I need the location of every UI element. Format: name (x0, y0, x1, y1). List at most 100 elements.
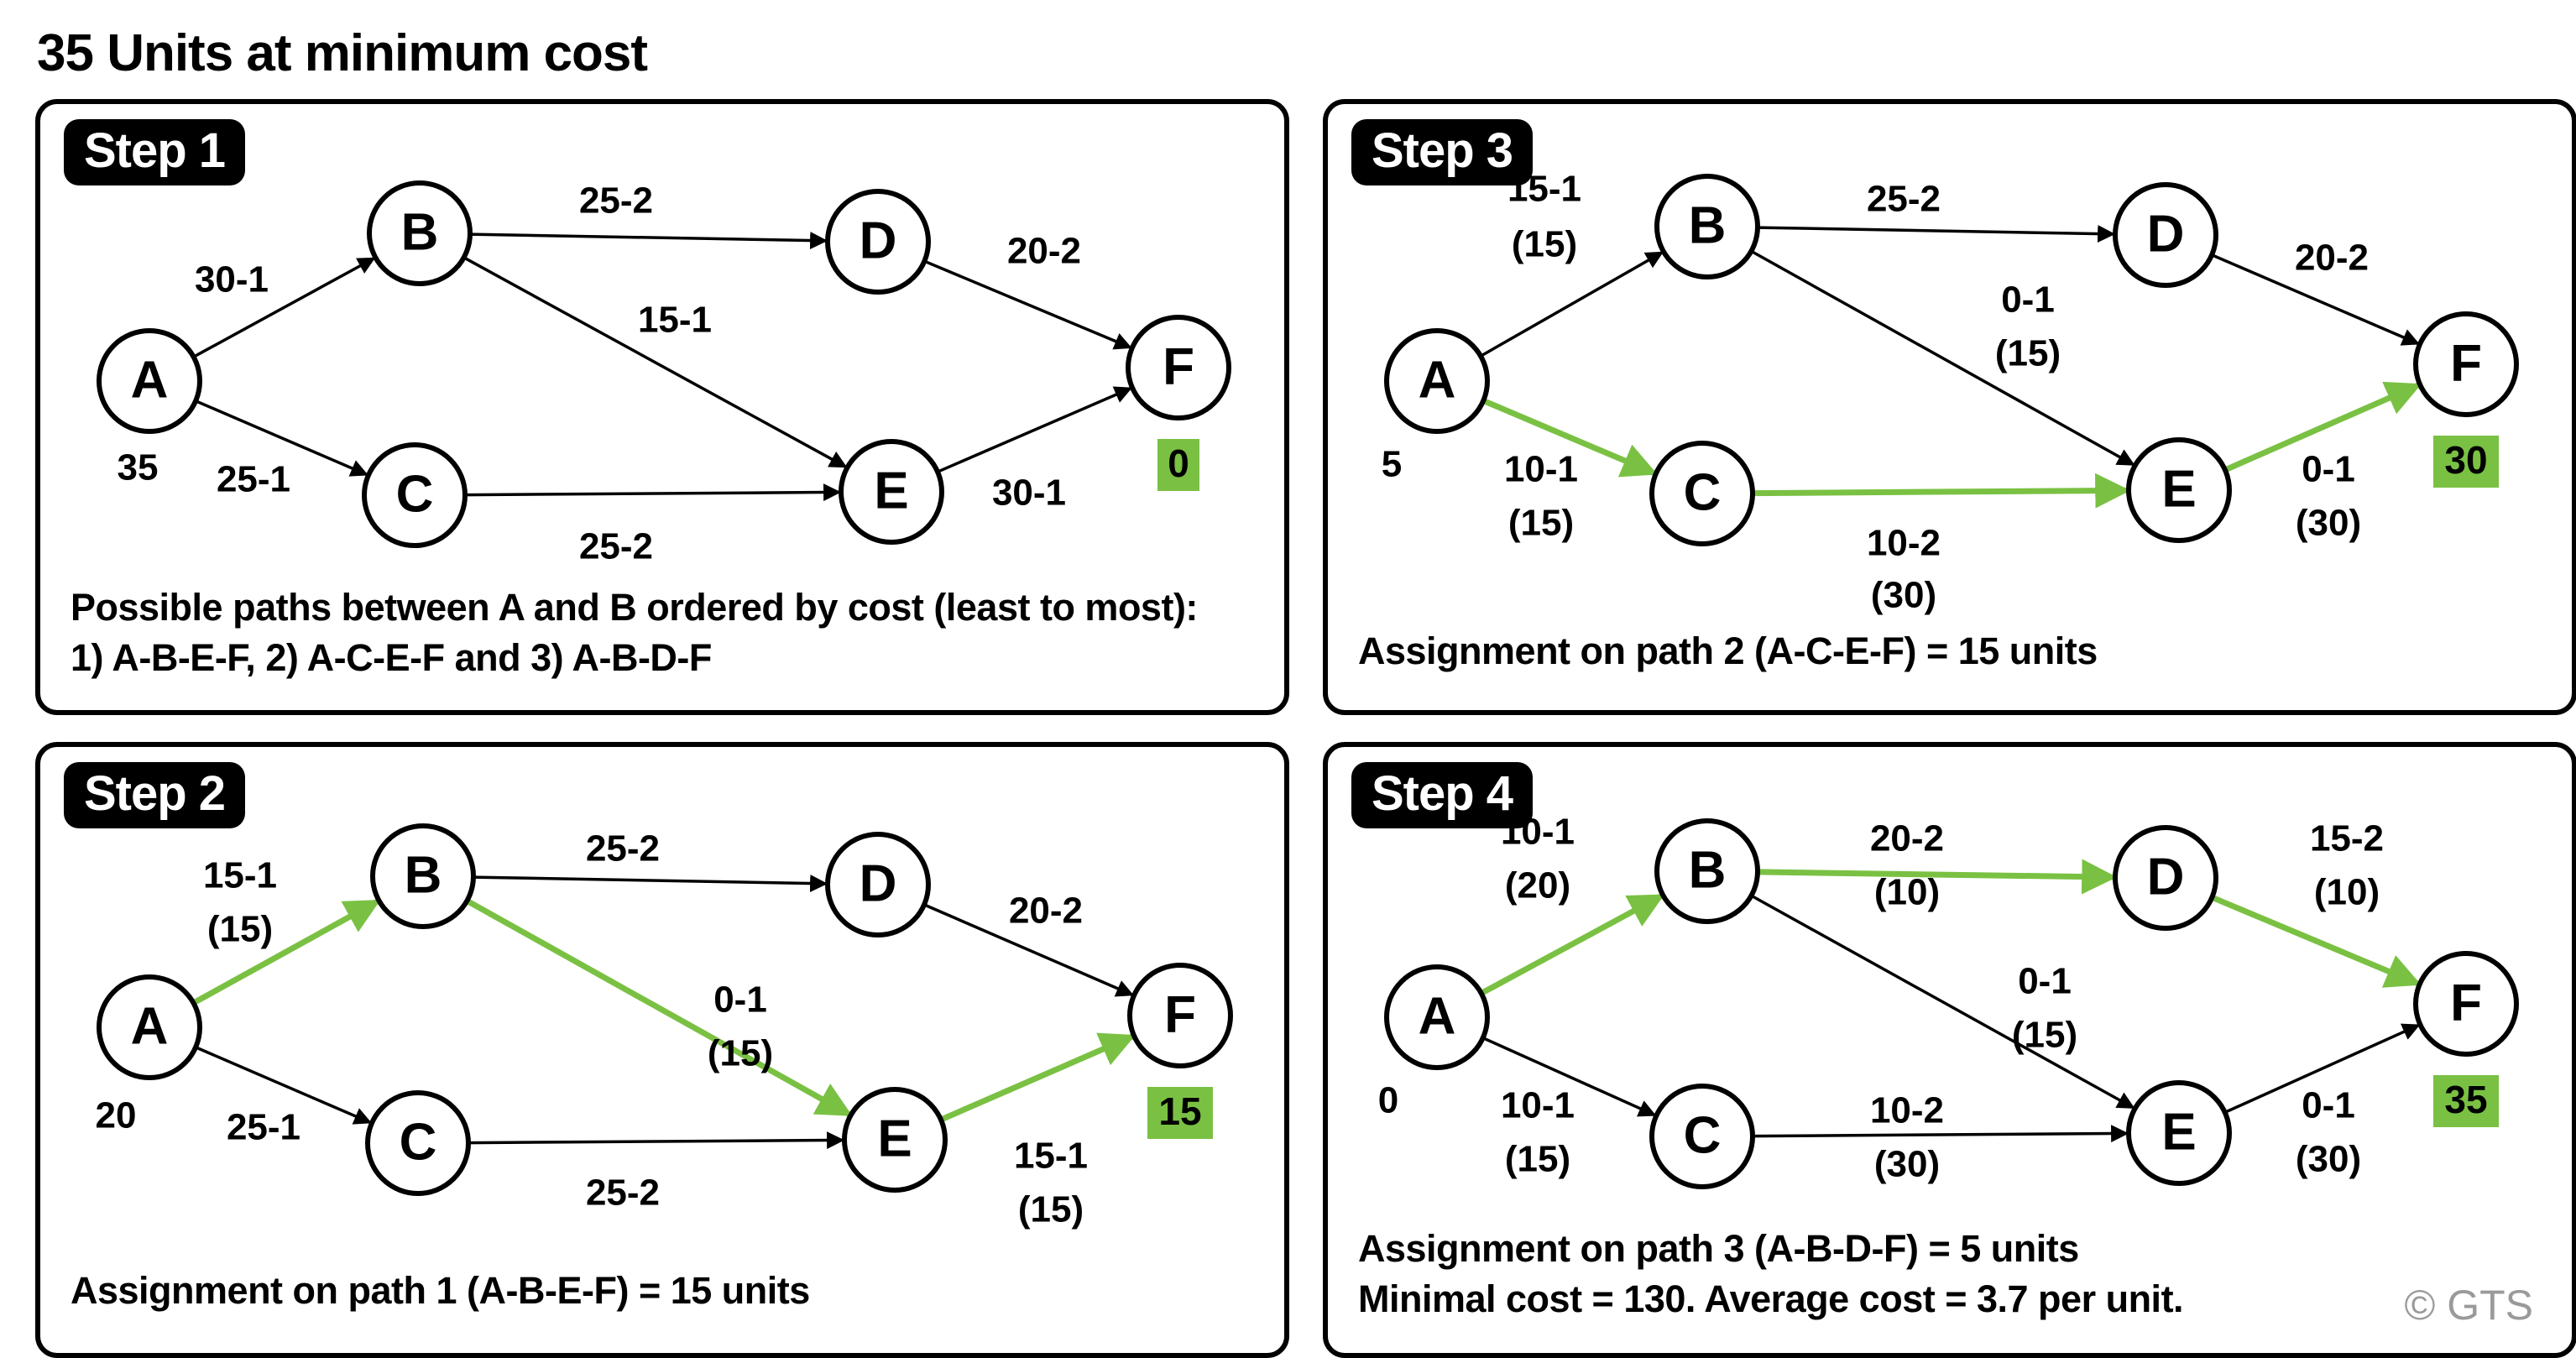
edge-A-C-label: (15) (1505, 1139, 1570, 1180)
edge-B-E-arrow (465, 898, 853, 1117)
edge-B-E-arrow (1750, 894, 2135, 1110)
node-D: D (2113, 825, 2218, 931)
edge-E-F-label: (30) (2296, 1139, 2361, 1180)
node-C-circle (1649, 1084, 1755, 1189)
edge-B-E-label: (15) (2012, 1015, 2077, 1056)
node-A-label: A (131, 351, 169, 409)
source-remaining-units: 5 (1382, 444, 1402, 485)
node-A: A (1384, 328, 1490, 434)
edge-A-B-label: (20) (1505, 865, 1570, 906)
node-A-label: A (1419, 987, 1456, 1045)
node-F: F (1127, 963, 1233, 1068)
step-label: Step 3 (1351, 119, 1534, 185)
network-diagram: 10-1(20)10-1(15)20-2(10)0-1(15)10-2(30)1… (1378, 812, 2519, 1189)
edge-C-E-label: (30) (1874, 1144, 1940, 1185)
sink-total-units: 35 (2444, 1078, 2487, 1121)
node-C: C (365, 1090, 471, 1196)
step-caption: Assignment on path 2 (A-C-E-F) = 15 unit… (1358, 626, 2098, 676)
node-D-label: D (2147, 205, 2185, 263)
node-E: E (839, 439, 944, 545)
edge-A-C-label: (15) (1508, 503, 1574, 544)
node-F-label: F (1163, 337, 1194, 395)
edge-D-F-arrow (923, 259, 1132, 350)
edge-B-E-arrow (1750, 249, 2135, 467)
node-C-label: C (400, 1113, 437, 1171)
node-C-label: C (396, 465, 434, 523)
step-caption: Assignment on path 3 (A-B-D-F) = 5 units… (1358, 1224, 2184, 1324)
node-F-circle (1127, 963, 1233, 1068)
node-A: A (97, 328, 202, 434)
edge-E-F-label: 0-1 (2302, 1085, 2355, 1126)
node-A: A (97, 974, 202, 1080)
copyright-notice: © GTS (2404, 1282, 2533, 1329)
node-D: D (2113, 182, 2218, 288)
node-C-label: C (1684, 1106, 1722, 1164)
edge-C-E-label: 10-2 (1870, 1090, 1944, 1131)
edge-C-E-arrow (464, 483, 842, 502)
edge-D-F-arrow (2211, 253, 2420, 346)
sink-total-units: 0 (1168, 441, 1189, 485)
edge-B-D-arrow (1757, 859, 2118, 895)
node-D-label: D (860, 854, 897, 912)
edge-A-C-label: 10-1 (1501, 1085, 1575, 1126)
node-B: B (370, 823, 476, 929)
edge-E-F-arrow (939, 1032, 1136, 1123)
edge-E-F-label: (30) (2296, 503, 2361, 544)
edge-D-F-arrow (923, 903, 1135, 997)
edge-D-F-arrow (2210, 894, 2422, 988)
edge-A-C-arrow (1481, 398, 1658, 478)
node-C: C (362, 442, 468, 548)
caption-line: Minimal cost = 130. Average cost = 3.7 p… (1358, 1277, 2184, 1320)
node-B-label: B (1689, 841, 1727, 899)
node-C-circle (365, 1090, 471, 1196)
edge-B-E-label: 0-1 (2001, 279, 2055, 321)
edge-A-C-arrow (195, 1046, 372, 1125)
edge-B-E-label: (15) (708, 1033, 773, 1074)
network-diagram: 15-1(15)10-1(15)25-20-1(15)10-2(30)20-20… (1382, 169, 2519, 616)
edge-B-E-label: 15-1 (638, 300, 712, 341)
node-A-circle (97, 974, 202, 1080)
step-caption: Assignment on path 1 (A-B-E-F) = 15 unit… (71, 1266, 810, 1316)
caption-line: Assignment on path 2 (A-C-E-F) = 15 unit… (1358, 629, 2098, 672)
node-E-circle (842, 1087, 948, 1193)
edge-D-F-label: 20-2 (1009, 891, 1083, 932)
edge-C-E-label: 10-2 (1867, 523, 1941, 564)
edge-A-B-label: 10-1 (1501, 812, 1575, 853)
edge-A-B-arrow (1480, 251, 1664, 358)
node-B-circle (367, 180, 473, 286)
node-F-circle (2413, 311, 2519, 417)
edge-C-E-arrow (1752, 1125, 2129, 1143)
node-E-label: E (877, 1110, 912, 1167)
node-B-circle (1654, 818, 1760, 924)
step-label: Step 1 (64, 119, 246, 185)
node-D-circle (2113, 825, 2218, 931)
node-E-label: E (2161, 460, 2196, 518)
caption-line: 1) A-B-E-F, 2) A-C-E-F and 3) A-B-D-F (71, 636, 712, 679)
node-B-label: B (1689, 196, 1727, 254)
node-D-label: D (2147, 848, 2185, 906)
node-B: B (367, 180, 473, 286)
node-F-label: F (1164, 985, 1196, 1043)
edge-A-B-label: (15) (207, 909, 273, 950)
node-A-circle (1384, 328, 1490, 434)
node-A-circle (1384, 964, 1490, 1070)
edge-A-B-label: (15) (1512, 224, 1577, 265)
edge-C-E-arrow (468, 1131, 845, 1150)
sink-total-badge (1157, 439, 1199, 491)
node-E: E (842, 1087, 948, 1193)
edge-B-D-label: (10) (1874, 872, 1940, 913)
network-diagram: 15-1(15)25-125-20-1(15)25-220-215-1(15)A… (96, 823, 1233, 1230)
caption-line: Assignment on path 3 (A-B-D-F) = 5 units (1358, 1227, 2079, 1270)
edge-A-C-label: 10-1 (1504, 449, 1578, 490)
edge-E-F-arrow (2223, 381, 2422, 473)
node-D-label: D (860, 212, 897, 269)
node-E-label: E (2161, 1103, 2196, 1161)
edge-A-C-arrow (1482, 1036, 1657, 1117)
edge-A-C-label: 25-1 (217, 459, 290, 500)
edge-B-D-arrow (1757, 225, 2116, 243)
node-C-label: C (1684, 463, 1722, 521)
step-panel: Step 4 10-1(20)10-1(15)20-2(10)0-1(15)10… (1323, 742, 2576, 1358)
node-D-circle (825, 832, 931, 938)
